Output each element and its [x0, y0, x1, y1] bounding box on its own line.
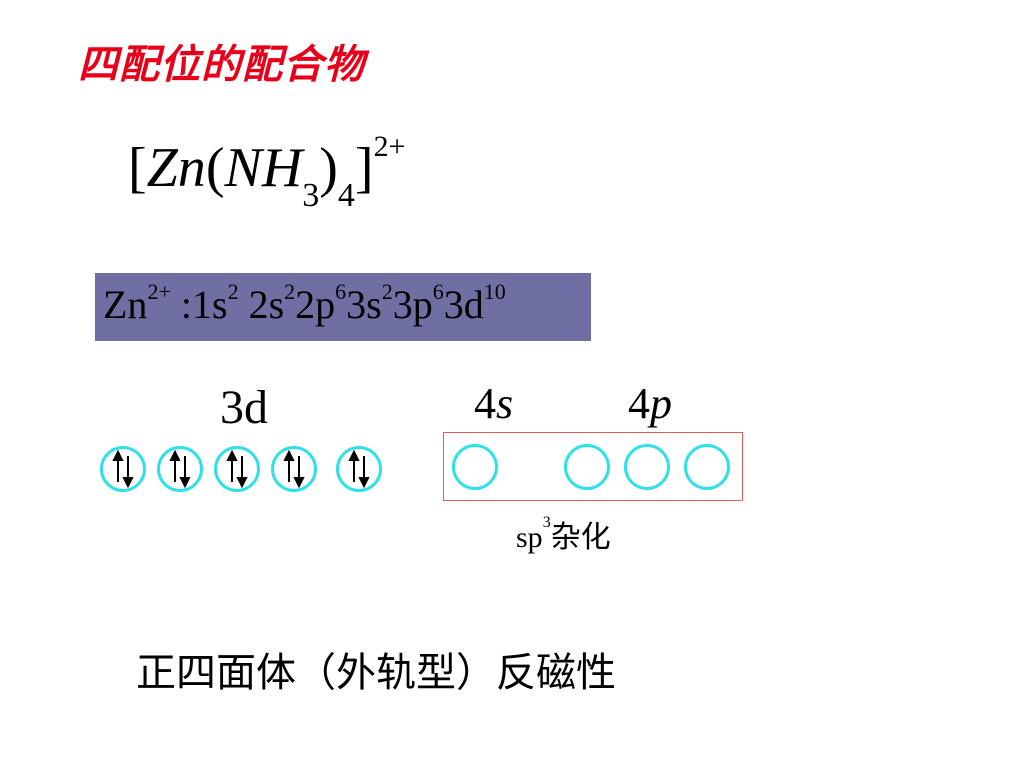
sp3-hybrid-box: [443, 432, 743, 501]
label-3d: 3d: [220, 381, 268, 434]
electron-configuration-box: Zn2+ :1s2 2s22p63s23p63d10: [95, 273, 591, 341]
orbital-3d: 3d10: [443, 279, 506, 327]
close-paren: ): [319, 137, 338, 199]
paired-electrons-icon: [348, 449, 370, 489]
geometry-summary: 正四面体（外轨型）反磁性: [136, 650, 616, 696]
d-orbital-5: [336, 446, 382, 492]
page-title: 四配位的配合物: [78, 42, 365, 88]
paired-electrons-icon: [112, 449, 134, 489]
d-orbital-2: [157, 446, 203, 492]
orbital-3p: 3p6: [392, 279, 444, 327]
label-4s: 4s: [474, 379, 514, 428]
label-4p: 4p: [628, 379, 672, 428]
empty-4p-orbital-2: [624, 444, 670, 490]
orbital-2p: 2p6: [295, 279, 347, 327]
close-bracket: ]: [354, 137, 374, 199]
d-orbital-3: [214, 446, 260, 492]
orbital-3s: 3s2: [346, 279, 393, 327]
nh-symbol: NH: [224, 137, 303, 199]
orbital-2s: 2s2: [248, 279, 296, 327]
ion-charge: 2+: [147, 279, 171, 304]
empty-4p-orbital-3: [684, 444, 730, 490]
paired-electrons-icon: [169, 449, 191, 489]
charge-superscript: 2+: [373, 130, 406, 163]
orbital-1s: 1s2: [191, 279, 239, 327]
complex-formula: [Zn(NH3)4]2+: [128, 132, 406, 213]
electron-configuration: Zn2+ :1s2 2s22p63s23p63d10: [103, 279, 506, 327]
ion-symbol: Zn: [103, 282, 148, 327]
paired-electrons-icon: [283, 449, 305, 489]
hybridization-label: sp3杂化: [516, 514, 611, 555]
d-orbital-4: [271, 446, 317, 492]
subscript-4: 4: [337, 177, 355, 214]
d-orbital-1: [100, 446, 146, 492]
empty-4p-orbital-1: [564, 444, 610, 490]
open-bracket: [: [128, 137, 147, 199]
zn-symbol: Zn: [146, 137, 206, 199]
subscript-3: 3: [302, 177, 320, 214]
config-colon: :: [180, 282, 192, 327]
paired-electrons-icon: [226, 449, 248, 489]
empty-4s-orbital: [452, 444, 498, 490]
open-paren: (: [205, 137, 225, 199]
